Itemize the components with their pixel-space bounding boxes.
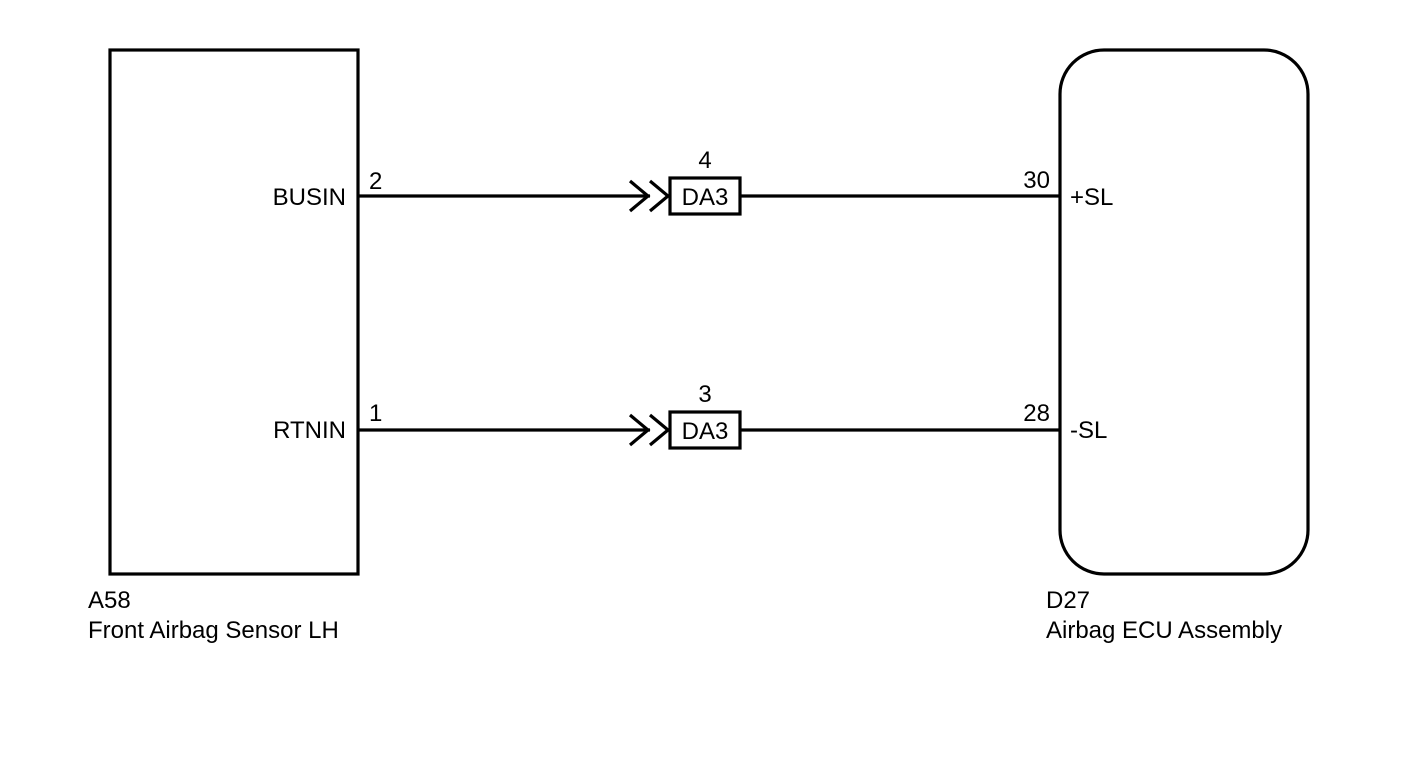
wire-rtnin <box>358 413 1060 447</box>
pin-label-minus-sl: -SL <box>1070 417 1107 444</box>
airbag-ecu-box <box>1058 48 1310 576</box>
right-component-name: Airbag ECU Assembly <box>1046 617 1282 644</box>
left-component-name: Front Airbag Sensor LH <box>88 617 339 644</box>
pin-label-rtnin: RTNIN <box>273 417 346 444</box>
left-component-code: A58 <box>88 587 131 614</box>
connector-label: DA3 <box>682 418 729 445</box>
pin-number-30: 30 <box>1023 167 1050 194</box>
connector-pin-number: 4 <box>698 147 711 174</box>
connector-da3-top: DA3 4 <box>668 147 742 216</box>
pin-number-1: 1 <box>369 400 382 427</box>
pin-label-plus-sl: +SL <box>1070 184 1113 211</box>
pin-number-28: 28 <box>1023 400 1050 427</box>
connector-label: DA3 <box>682 184 729 211</box>
front-airbag-sensor-box <box>108 48 360 576</box>
connector-pin-number: 3 <box>698 381 711 408</box>
pin-label-busin: BUSIN <box>273 184 346 211</box>
pin-number-2: 2 <box>369 168 382 195</box>
right-component-code: D27 <box>1046 587 1090 614</box>
connector-da3-bottom: DA3 3 <box>668 381 742 450</box>
wire-busin <box>358 179 1060 213</box>
